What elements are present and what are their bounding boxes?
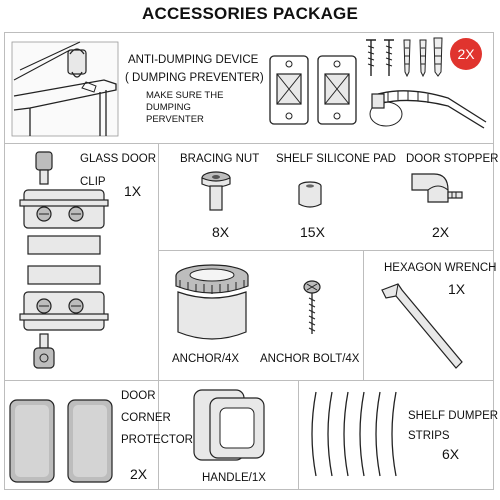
dumping-preventer-label: ( DUMPING PREVENTER) [125,72,264,84]
anchor-label: ANCHOR/4X [172,353,240,365]
divider [4,143,494,144]
bracing-nut-qty: 8X [212,224,230,240]
hexagon-wrench-icon [381,283,463,369]
shelf-silicone-pad-qty: 15X [300,224,325,240]
wall-bracket-icons [269,55,357,125]
door-corner-protector-label: PROTECTOR [121,434,193,446]
cabinet-corner-illustration [11,41,119,137]
door-stopper-label: DOOR STOPPER [406,153,499,165]
anchor-icon [175,264,249,340]
bracing-nut-icon [201,171,231,211]
anti-dumping-note: MAKE SURE THE [146,90,224,101]
shelf-dumper-strips-qty: 6X [442,446,460,462]
shelf-silicone-pad-label: SHELF SILICONE PAD [276,153,396,165]
divider [363,250,364,380]
divider [298,380,299,490]
bracket-icon [269,55,309,125]
door-corner-protector-label: DOOR [121,390,156,402]
door-corner-protector-icon [9,399,113,483]
bracing-nut-label: BRACING NUT [180,153,260,165]
silicone-pad-icon [298,181,322,208]
divider [158,250,494,251]
glass-door-clip-illustration [19,151,109,369]
anti-dumping-note: DUMPING [146,102,191,113]
cable-tie-icon [369,90,487,129]
door-stopper-icon [411,173,463,203]
bracket-icon [317,55,357,125]
door-corner-protector-label: CORNER [121,412,171,424]
hexagon-wrench-label: HEXAGON WRENCH [384,262,497,274]
glass-door-clip-label: CLIP [80,176,106,188]
handle-label: HANDLE/1X [202,472,266,484]
divider [158,143,159,490]
quantity-badge: 2X [450,38,482,70]
screws-and-wall-plugs-icon [366,37,443,78]
glass-door-clip-qty: 1X [124,183,142,199]
handle-icon [193,389,265,461]
accessories-frame [4,32,494,490]
shelf-dumper-strips-label: STRIPS [408,430,450,442]
glass-door-clip-label: GLASS DOOR [80,153,157,165]
anchor-bolt-icon [303,280,321,334]
shelf-dumper-strips-label: SHELF DUMPER [408,410,499,422]
hexagon-wrench-qty: 1X [448,281,466,297]
page-title: ACCESSORIES PACKAGE [141,4,359,23]
shelf-dumper-strips-icon [311,391,397,477]
anchor-bolt-label: ANCHOR BOLT/4X [260,353,360,365]
door-stopper-qty: 2X [432,224,450,240]
anti-dumping-label: ANTI-DUMPING DEVICE [128,54,259,66]
door-corner-protector-qty: 2X [130,466,148,482]
divider [4,380,494,381]
anti-dumping-note: PERVENTER [146,114,204,125]
